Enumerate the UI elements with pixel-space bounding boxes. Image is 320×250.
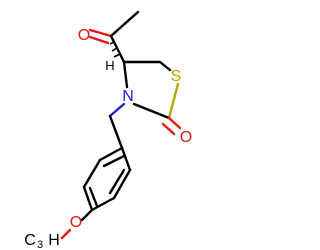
bond-ch2-ring [108, 114, 124, 150]
carbonyl-oxygen-label: O [180, 129, 192, 146]
methyl-h-label: H [48, 232, 60, 249]
bond-ar-4 [112, 168, 132, 200]
nitrogen-label: N [122, 88, 134, 105]
bond-ar-5 [82, 185, 94, 212]
bond-acetyl-ring [109, 34, 126, 64]
bond-ar-1-inner [102, 154, 126, 168]
molecule-structure: O H S N O O H 3 C [24, 10, 192, 250]
bond-ar-5-inner [88, 186, 99, 208]
bond-n-ch2 [108, 102, 126, 118]
bond-ar-4-inner [108, 168, 126, 195]
bond-ar-2 [120, 146, 132, 172]
methyl-h-count: 3 [37, 239, 43, 250]
bond-acetyl-c-o-1 [88, 28, 113, 38]
bond-ar-3 [82, 158, 102, 189]
stereo-h-label: H [105, 58, 114, 73]
bond-acetyl-c-o-2 [88, 35, 110, 45]
bond-n-c4 [122, 60, 129, 89]
stereo-hash-bond [109, 41, 121, 58]
bond-ar-1 [98, 146, 124, 162]
ether-oxygen-label: O [70, 214, 82, 231]
bond-s-c2 [167, 82, 180, 120]
bond-c2-o-1 [167, 116, 182, 130]
sulfur-label: S [171, 68, 182, 85]
methyl-c-label: C [24, 232, 36, 249]
bond-c2-o-2 [161, 122, 176, 136]
bond-c2-n [132, 102, 171, 120]
bond-methyl-carbonyl [109, 10, 140, 38]
bond-ar-6 [90, 196, 116, 212]
acetyl-oxygen-label: O [78, 27, 90, 44]
bond-ar-o [80, 208, 94, 222]
bond-c5-s [158, 60, 172, 72]
bond-o-ch3 [60, 228, 72, 240]
